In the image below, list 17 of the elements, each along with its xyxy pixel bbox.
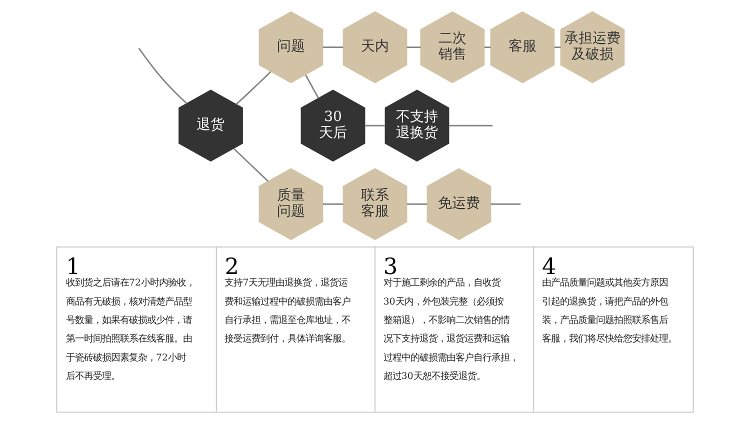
label: 由产品质量问题或其他卖方原因引起的退换货，请把产品的外包装，产品质量问题拍照联系售后客服，我们将尽快给您安排处理。 [542, 278, 678, 345]
connector [406, 203, 428, 205]
connector [484, 46, 491, 48]
connector [554, 46, 561, 48]
connector [490, 203, 521, 205]
label: 收到货之后请在72小时内验收，商品有无破损，核对清楚产品型号数量，如果有破损或少件，请第一时间拍照联系在线客服。由于瓷砖破损因素复杂，72小时后不再受理。 [66, 278, 195, 382]
connector [448, 124, 493, 126]
connector [236, 71, 272, 105]
connector [138, 48, 187, 104]
label: 支持7天无理由退换货，退货运费和运输过程中的破损需由客户自行承担，需退至仓库地址，不接受运费到付，具体详询客服。 [224, 278, 351, 345]
connector [305, 74, 320, 98]
connector [406, 46, 421, 48]
connector [322, 203, 344, 205]
connector [364, 124, 386, 126]
connector [233, 148, 269, 182]
label: 对于施工剩余的产品，自收货30天内，外包装完整（必须按整箱退），不影响二次销售的情况下支持退货，退货运费和运输过程中的破损需由客户自行承担，超过30天恕不接受退货。 [383, 278, 518, 382]
connector [322, 46, 344, 48]
